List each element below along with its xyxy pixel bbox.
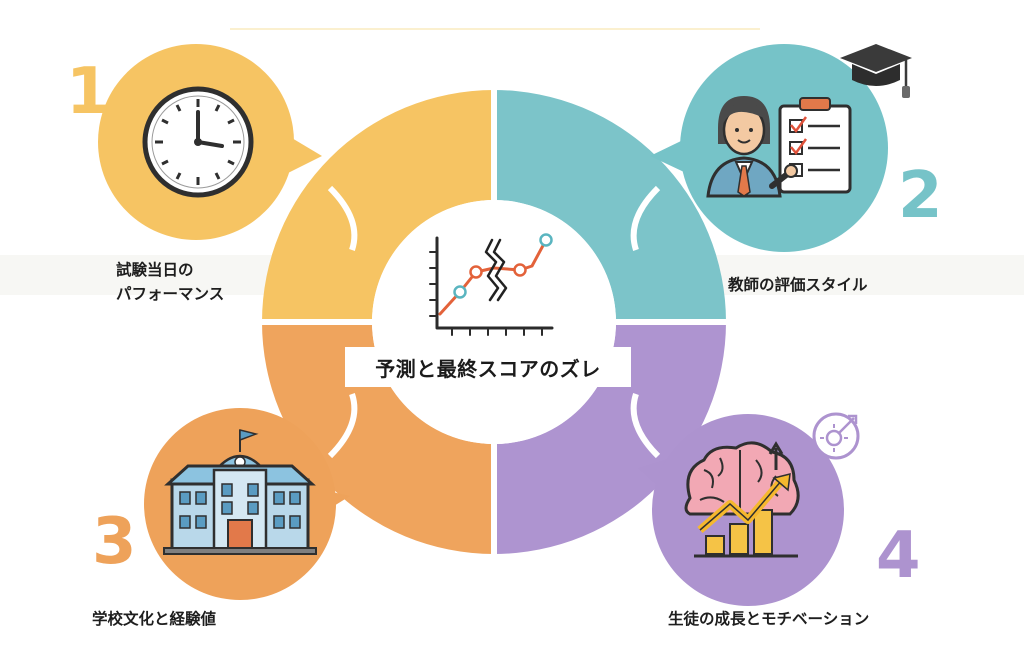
- target-icon: [808, 412, 860, 474]
- factor-number-3: 3: [92, 505, 137, 579]
- line-chart-icon: [429, 233, 554, 336]
- brain-growth-icon: [684, 441, 800, 558]
- factor-number-2: 2: [898, 159, 943, 233]
- ring-segment-teal: [494, 90, 726, 322]
- factor-label-2: 教師の評価スタイル: [728, 273, 868, 297]
- factor-label-3-line-1: 学校文化と経験値: [92, 610, 217, 628]
- clock-icon: [142, 86, 254, 198]
- factor-label-1: 試験当日の パフォーマンス: [116, 258, 224, 306]
- factor-label-2-line-1: 教師の評価スタイル: [728, 276, 868, 294]
- ring-dividers: [258, 86, 730, 558]
- bubble-2: [650, 44, 912, 252]
- school-building-icon: [163, 429, 317, 555]
- center-title: 予測と最終スコアのズレ: [345, 347, 631, 387]
- factor-label-3: 学校文化と経験値: [92, 607, 216, 631]
- ring-segment-yellow: [262, 90, 494, 322]
- factor-label-4-line-1: 生徒の成長とモチベーション: [668, 610, 870, 628]
- factor-label-4: 生徒の成長とモチベーション: [668, 607, 869, 631]
- factor-label-1-line-1: 試験当日の: [116, 261, 194, 279]
- bubble-3: [144, 408, 350, 600]
- center-disc: [372, 200, 616, 444]
- top-divider: [230, 28, 760, 30]
- ring-segment-purple: [494, 322, 726, 554]
- bubble-1: [98, 44, 322, 240]
- ring-segment-orange: [262, 322, 494, 554]
- graduation-cap-icon: [840, 44, 912, 98]
- factor-number-4: 4: [876, 519, 921, 593]
- factor-number-1: 1: [66, 55, 111, 129]
- factor-label-1-line-2: パフォーマンス: [116, 285, 225, 303]
- teacher-icon: [706, 96, 852, 198]
- bubble-4: [638, 412, 860, 606]
